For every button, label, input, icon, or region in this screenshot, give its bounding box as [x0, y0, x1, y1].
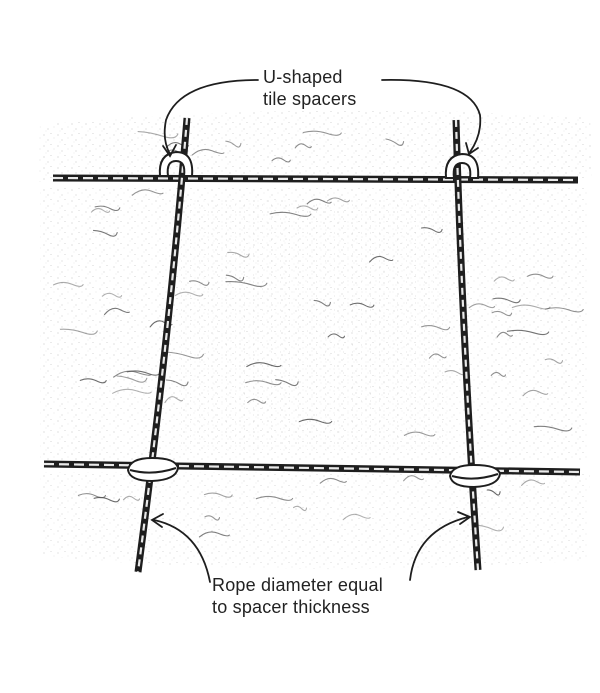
texture-squiggle — [511, 304, 551, 310]
rope-callout-line2: to spacer thickness — [212, 597, 370, 617]
texture-squiggle — [313, 299, 331, 307]
texture-squiggle — [90, 207, 111, 213]
texture-squiggle — [533, 425, 573, 432]
texture-squiggle — [369, 255, 394, 263]
spacer-callout-line2: tile spacers — [263, 89, 357, 109]
texture-squiggle — [52, 281, 84, 287]
texture-squiggle — [296, 205, 319, 211]
texture-squiggle — [506, 329, 550, 336]
texture-squiggle — [544, 307, 584, 313]
texture-squiggle — [468, 303, 496, 309]
texture-squiggle — [271, 157, 291, 163]
texture-squiggle — [164, 396, 184, 404]
texture-squiggle — [77, 493, 107, 499]
texture-squiggle — [473, 524, 505, 532]
bottom-left-spacer — [126, 456, 180, 483]
texture-squiggle — [165, 379, 189, 387]
texture-squiggle — [188, 280, 210, 286]
texture-squiggle — [349, 302, 375, 308]
callout-arrows — [150, 79, 482, 583]
vertical-ropes — [134, 117, 482, 573]
texture-squiggle — [319, 477, 347, 484]
texture-squiggle — [269, 211, 312, 217]
texture-squiggle — [203, 492, 233, 498]
texture-squiggle — [101, 292, 123, 298]
texture-squiggle — [164, 351, 204, 359]
texture-squiggle — [486, 489, 501, 496]
texture-squiggle — [116, 375, 148, 383]
texture-squiggle — [94, 205, 121, 212]
texture-squiggle — [191, 148, 225, 156]
texture-squiggle — [225, 140, 242, 148]
texture-squiggle — [204, 515, 221, 521]
texture-squiggle — [113, 370, 152, 378]
texture-squiggle — [294, 143, 312, 149]
texture-squiggle — [198, 531, 230, 538]
bottom-right-spacer — [448, 463, 502, 489]
arrow-to-right-spacer — [381, 79, 482, 153]
texture-squiggle — [79, 378, 107, 384]
arrow-to-left-spacer — [163, 79, 259, 155]
texture-squiggle — [298, 418, 333, 424]
texture-squiggle — [131, 189, 164, 196]
texture-squiggle — [521, 479, 546, 486]
texture-squiggle — [293, 505, 308, 512]
top-right-spacer — [444, 152, 480, 179]
texture-squiggle — [327, 333, 346, 339]
texture-squiggle — [492, 297, 521, 304]
texture-squiggle — [403, 475, 424, 482]
texture-squiggle — [255, 495, 294, 501]
texture-squiggles — [52, 130, 584, 538]
texture-squiggle — [544, 358, 564, 364]
texture-squiggle — [112, 388, 152, 394]
texture-squiggle — [342, 513, 371, 521]
rope-callout-label: Rope diameter equal to spacer thickness — [212, 574, 383, 618]
rope-callout-line1: Rope diameter equal — [212, 575, 383, 595]
texture-squiggle — [122, 495, 141, 501]
texture-squiggle — [490, 371, 507, 377]
arrow-to-right-rope — [409, 516, 469, 581]
texture-squiggle — [428, 353, 447, 359]
texture-squiggle — [491, 310, 513, 317]
texture-squiggle — [420, 227, 443, 233]
texture-squiggle — [403, 431, 436, 437]
texture-squiggle — [247, 398, 267, 404]
texture-squiggle — [275, 379, 299, 387]
texture-squiggle — [421, 325, 451, 331]
texture-squiggle — [246, 362, 282, 368]
arrow-to-left-rope — [153, 519, 211, 583]
texture-squiggle — [245, 380, 282, 386]
texture-squiggle — [496, 331, 513, 338]
ground-texture — [38, 110, 592, 570]
texture-squiggle — [103, 307, 130, 316]
spacer-callout-line1: U-shaped — [263, 67, 343, 87]
texture-squiggle — [385, 138, 405, 146]
texture-squiggle — [522, 389, 549, 397]
texture-squiggle — [493, 276, 515, 282]
texture-squiggle — [227, 251, 250, 258]
texture-squiggle — [306, 198, 332, 205]
texture-squiggle — [527, 273, 554, 279]
texture-squiggle — [302, 130, 342, 136]
texture-squiggle — [137, 131, 179, 139]
texture-squiggle — [174, 291, 204, 297]
spacer-callout-label: U-shaped tile spacers — [263, 66, 356, 110]
texture-squiggle — [59, 328, 98, 335]
texture-squiggle — [225, 274, 245, 282]
texture-squiggle — [92, 229, 118, 237]
texture-squiggle — [225, 281, 268, 287]
texture-squiggle — [326, 197, 350, 203]
